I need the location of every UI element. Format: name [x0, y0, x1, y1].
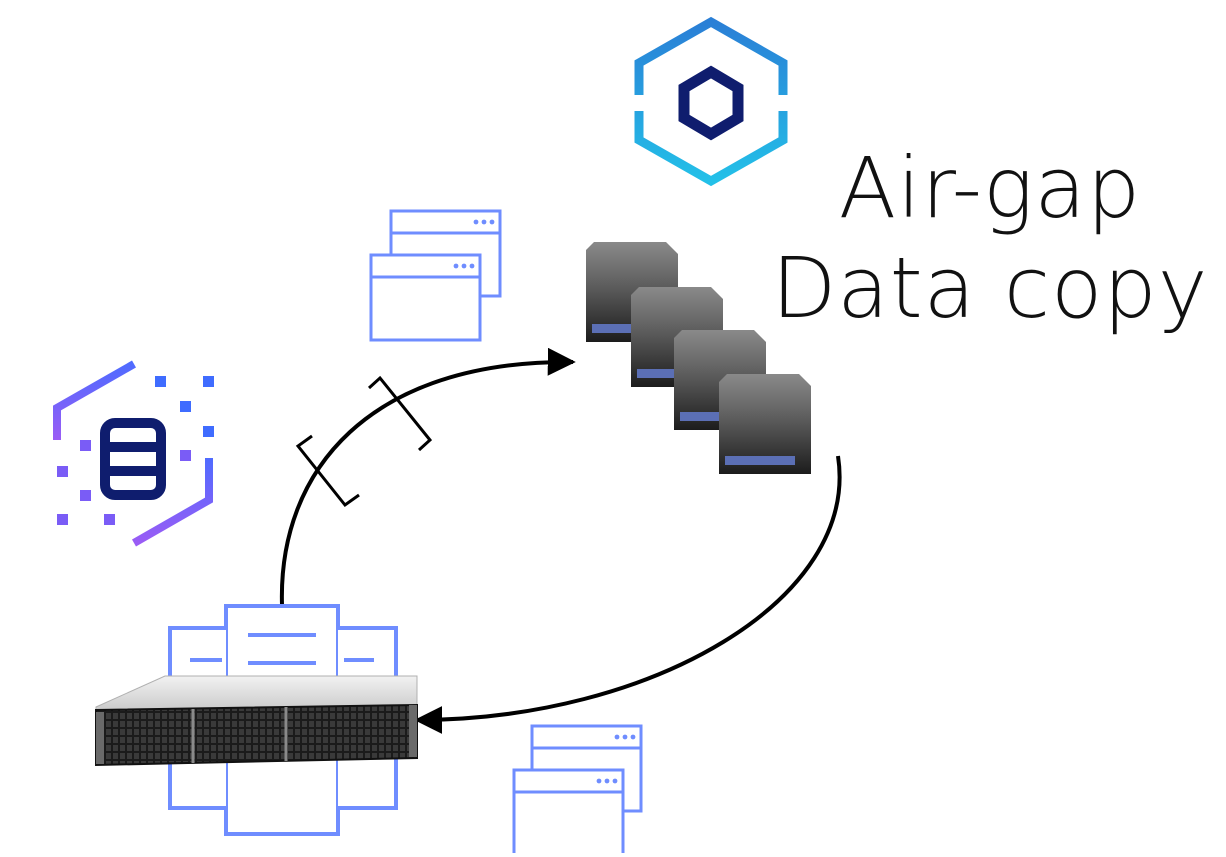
caption-line-1: Air-gap: [838, 139, 1142, 237]
storage-array-icon: [95, 675, 418, 767]
hexagon-shield-icon: [630, 16, 792, 187]
restore-flow-arrow: [414, 455, 842, 734]
caption-line-2: Data copy: [771, 239, 1209, 337]
data-protection-hexagon-icon: [53, 360, 214, 547]
air-gap-break-icon: [295, 375, 433, 508]
tape-cartridges-icon: [586, 242, 811, 474]
application-windows-icon-bottom: [512, 724, 643, 857]
air-gap-flow-arrow: [279, 347, 576, 606]
application-windows-icon: [369, 209, 502, 342]
air-gap-caption: Air-gap Data copy: [760, 138, 1220, 338]
